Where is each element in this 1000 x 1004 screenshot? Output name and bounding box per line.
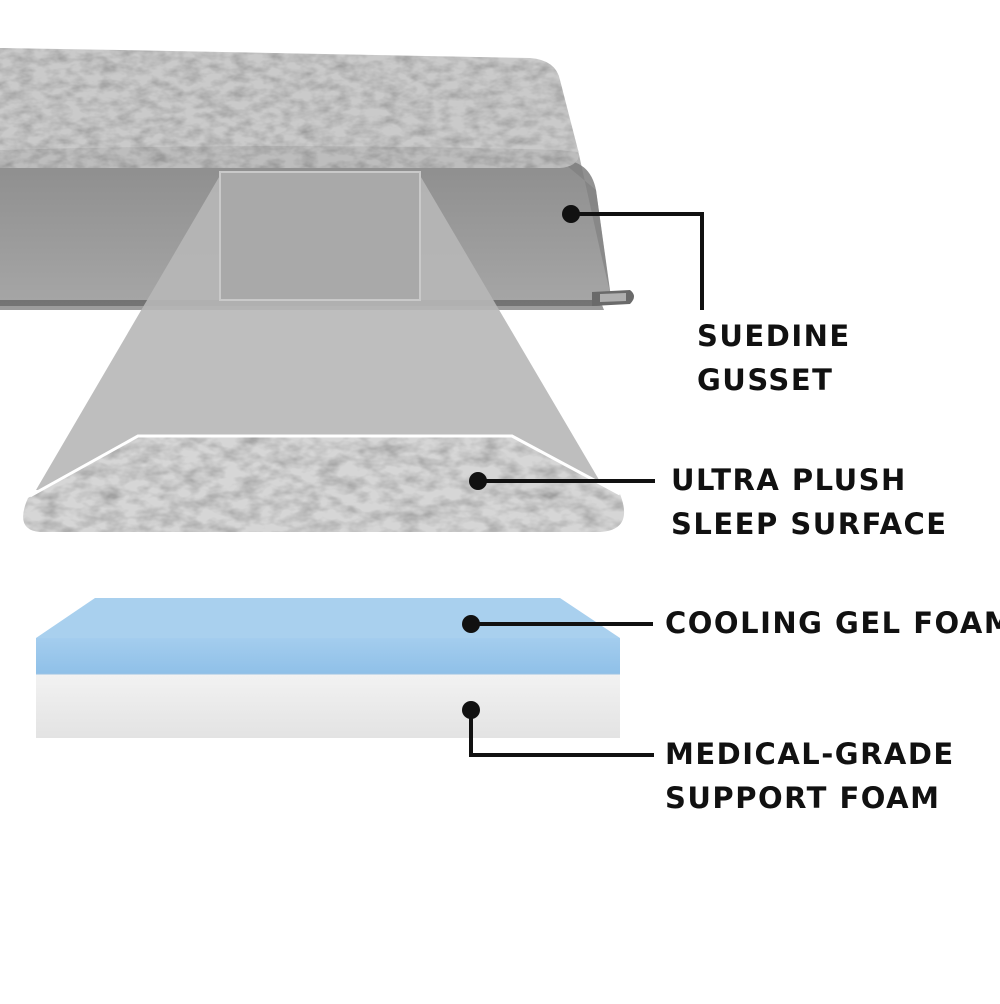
gel-foam-top	[36, 598, 620, 638]
callout-suedine-gusset: SUEDINE GUSSET	[697, 314, 851, 402]
plush-sample-outline	[29, 434, 621, 498]
callout-dot-icon	[462, 615, 480, 633]
gusset-leader	[569, 212, 704, 310]
foam-stack	[36, 598, 620, 738]
callout-line: SLEEP SURFACE	[671, 507, 948, 541]
callout-support-foam: MEDICAL-GRADE SUPPORT FOAM	[665, 732, 955, 820]
callout-ultra-plush: ULTRA PLUSH SLEEP SURFACE	[671, 458, 948, 546]
magnifier-beam	[36, 172, 605, 490]
magnifier-window	[219, 171, 421, 301]
callout-line: SUEDINE	[697, 319, 851, 353]
callout-dot-icon	[469, 472, 487, 490]
plush-sample	[23, 436, 625, 532]
callout-line: GUSSET	[697, 363, 834, 397]
callout-line: SUPPORT FOAM	[665, 781, 941, 815]
gel-foam-layer	[36, 638, 620, 674]
callout-line: ULTRA PLUSH	[671, 463, 907, 497]
fur-top-surface	[0, 48, 579, 166]
callout-line: MEDICAL-GRADE	[665, 737, 955, 771]
fur-rim	[0, 146, 579, 168]
callout-cooling-gel: COOLING GEL FOAM	[665, 601, 1000, 645]
gusset-end	[560, 150, 610, 292]
support-foam-layer	[36, 674, 620, 738]
support-leader	[469, 708, 654, 757]
callout-dot-icon	[462, 701, 480, 719]
callout-line: COOLING GEL FOAM	[665, 606, 1000, 640]
leader-lines	[469, 212, 704, 757]
callout-dot-icon	[562, 205, 580, 223]
zipper-pull-icon	[592, 290, 634, 306]
